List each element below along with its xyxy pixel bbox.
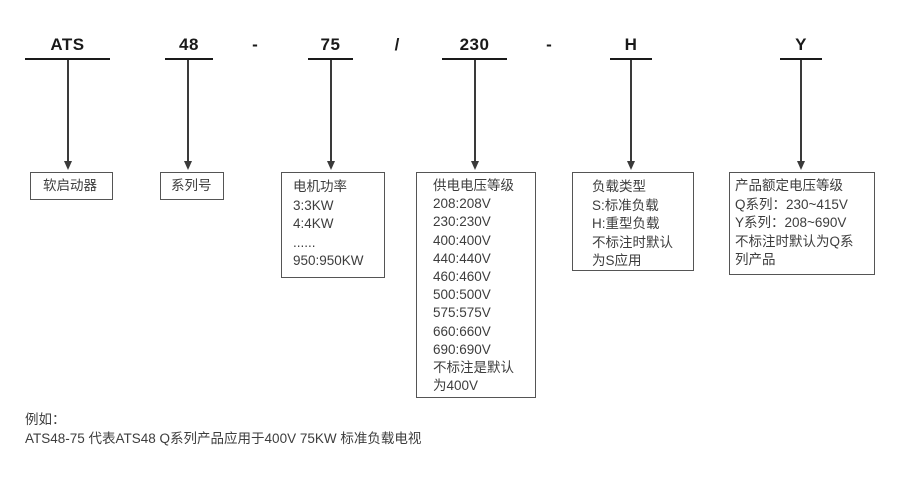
box-line: 软启动器 [43,177,97,193]
arrow-head-icon [796,161,805,170]
down-arrow-y [796,60,806,170]
box-line: 供电电压等级 [433,178,514,193]
box-line: 208:208V [433,196,491,212]
down-arrow-230 [470,60,480,170]
box-load-type: 负载类型 S:标准负载 H:重型负载不标注时默认为S应用 [572,172,694,271]
box-line: 为S应用 [592,253,642,269]
down-arrow-48 [183,60,193,170]
box-motor-power: 电机功率 3:3KW 4:4KW...... 950:950KW [281,172,385,278]
code-separator-dash-2: - [546,35,552,54]
arrow-stem [630,60,632,161]
code-segment-y: Y [780,33,822,60]
arrow-head-icon [63,161,72,170]
code-segment-ats: ATS [25,33,110,60]
arrow-stem [474,60,476,161]
box-line: 不标注是默认 [433,360,514,376]
box-line: 660:660V [433,323,491,339]
code-separator-slash: / [394,35,400,54]
box-line: 产品额定电压等级 [735,178,843,193]
box-line: 列产品 [735,252,776,268]
box-line: H:重型负载 [592,216,660,232]
example-note: 例如： ATS48-75 代表ATS48 Q系列产品应用于400V 75KW 标… [25,411,421,448]
box-soft-starter: 软启动器 [30,172,113,200]
box-line: 440:440V [433,250,491,266]
code-segment-48: 48 [165,33,213,60]
example-text: ATS48-75 代表ATS48 Q系列产品应用于400V 75KW 标准负载电… [25,430,422,446]
box-line: 950:950KW [293,253,364,269]
box-line: 不标注时默认 [592,234,673,250]
arrow-head-icon [470,161,479,170]
box-line: 不标注时默认为Q系 [735,233,854,249]
code-segment-h: H [610,33,652,60]
arrow-stem [67,60,69,161]
arrow-stem [187,60,189,161]
box-line: 575:575V [433,305,491,321]
box-line: S:标准负载 [592,197,659,213]
code-segment-75: 75 [308,33,353,60]
box-line: Q系列：230~415V [735,196,848,212]
box-line: 460:460V [433,269,491,285]
code-separator-dash-1: - [252,35,258,54]
box-line: 230:230V [433,214,491,230]
arrow-head-icon [626,161,635,170]
box-line: 400:400V [433,232,491,248]
box-line: 为400V [433,378,479,394]
box-line: 690:690V [433,341,491,357]
box-line: 3:3KW [293,197,334,213]
code-segment-230: 230 [442,33,507,60]
arrow-stem [800,60,802,161]
arrow-stem [330,60,332,161]
box-line: 4:4KW [293,216,334,232]
box-supply-voltage: 供电电压等级 208:208V 230:230V 400:400V 440:440V 46… [416,172,536,398]
box-line: 系列号 [171,177,212,193]
box-rated-voltage: 产品额定电压等级 Q系列：230~415V Y系列：208~690V 不标注时默认为Q… [729,172,875,275]
down-arrow-h [626,60,636,170]
arrow-head-icon [183,161,192,170]
box-line: 500:500V [433,287,491,303]
arrow-head-icon [326,161,335,170]
box-line: 负载类型 [592,179,646,194]
down-arrow-ats [63,60,73,170]
box-series-number: 系列号 [160,172,224,200]
example-label: 例如： [25,412,66,427]
box-line: Y系列：208~690V [735,215,847,231]
down-arrow-75 [326,60,336,170]
box-line: ...... [293,234,316,250]
box-line: 电机功率 [293,179,347,194]
